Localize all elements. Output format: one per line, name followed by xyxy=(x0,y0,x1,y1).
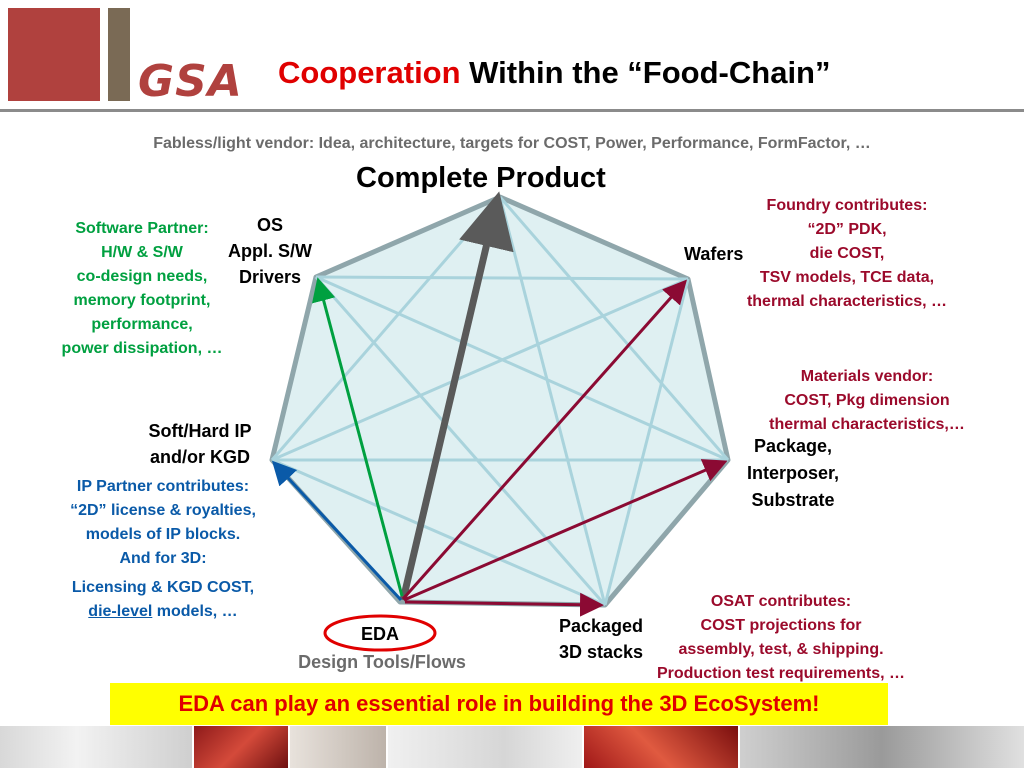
note-line: Production test requirements, … xyxy=(656,665,906,682)
page-title: Cooperation Within the “Food-Chain” xyxy=(278,55,831,91)
note-line: COST, Pkg dimension xyxy=(784,392,950,409)
note-line: OSAT contributes: xyxy=(710,593,852,610)
note-line: TSV models, TCE data, xyxy=(759,269,935,286)
ip-partner-note: IP Partner contributes: “2D” license & r… xyxy=(38,475,288,624)
note-line: die COST, xyxy=(809,245,885,262)
foundry-note: Foundry contributes: “2D” PDK, die COST,… xyxy=(716,194,978,314)
materials-vendor-note: Materials vendor: COST, Pkg dimension th… xyxy=(740,365,994,437)
arrow-eda-to-packaged xyxy=(404,592,604,617)
logo-brown-bar xyxy=(108,8,130,101)
note-line: performance, xyxy=(91,316,193,333)
design-tools-label: Design Tools/Flows xyxy=(298,652,466,672)
arrow-eda-to-os xyxy=(312,277,404,597)
note-line: thermal characteristics, … xyxy=(746,293,948,310)
note-line: die-level models, … xyxy=(38,600,288,624)
note-line: Licensing & KGD COST, xyxy=(71,579,255,596)
title-rest: Within the “Food-Chain” xyxy=(460,55,831,90)
key-message-banner: EDA can play an essential role in buildi… xyxy=(110,683,888,725)
arrow-eda-to-soft-hard-ip xyxy=(271,460,403,602)
footer-image-tile xyxy=(290,726,386,768)
os-label: OS Appl. S/W Drivers xyxy=(210,212,330,290)
arrow-eda-to-wafers xyxy=(401,279,687,600)
footer-image-tile xyxy=(194,726,288,768)
logo: GSA xyxy=(138,56,243,107)
package-label-line: Substrate xyxy=(751,490,835,510)
heptagon xyxy=(269,194,731,608)
note-line: models of IP blocks. xyxy=(85,526,241,543)
package-label-line: Interposer, xyxy=(746,463,840,483)
packaged-label-line: 3D stacks xyxy=(558,642,644,662)
logo-red-block xyxy=(8,8,100,101)
note-line: COST projections for xyxy=(700,617,862,634)
note-line: assembly, test, & shipping. xyxy=(678,641,884,658)
os-label-line: OS xyxy=(256,215,283,235)
note-line: co-design needs, xyxy=(76,268,208,285)
packaged-3d-stacks-label: Packaged 3D stacks xyxy=(540,613,662,665)
soft-hard-ip-line: and/or KGD xyxy=(149,447,250,467)
soft-hard-ip-label: Soft/Hard IP and/or KGD xyxy=(130,418,270,470)
software-partner-note: Software Partner: H/W & S/W co-design ne… xyxy=(30,217,254,361)
note-line: “2D” PDK, xyxy=(807,221,887,238)
note-line: power dissipation, … xyxy=(61,340,223,357)
wafers-label: Wafers xyxy=(684,244,744,264)
footer-image-tile xyxy=(388,726,582,768)
os-label-line: Appl. S/W xyxy=(228,241,312,261)
subtitle: Fabless/light vendor: Idea, architecture… xyxy=(153,135,871,152)
footer-image-tile xyxy=(0,726,192,768)
footer-image-tile xyxy=(584,726,738,768)
package-label-line: Package, xyxy=(753,436,833,456)
footer-image-tile xyxy=(740,726,1024,768)
packaged-label-line: Packaged xyxy=(558,616,644,636)
note-line: IP Partner contributes: xyxy=(76,478,250,495)
note-line: Software Partner: xyxy=(75,220,209,237)
note-line: thermal characteristics,… xyxy=(769,416,965,433)
note-line: “2D” license & royalties, xyxy=(70,502,256,519)
die-level-link: die-level xyxy=(88,603,153,620)
note-line: And for 3D: xyxy=(119,550,207,567)
arrow-eda-to-complete-product xyxy=(399,191,514,601)
package-label: Package, Interposer, Substrate xyxy=(728,433,858,514)
os-label-line: Drivers xyxy=(238,267,302,287)
header-divider xyxy=(0,109,1024,112)
osat-note: OSAT contributes: COST projections for a… xyxy=(622,590,940,686)
arrow-eda-to-package xyxy=(403,459,728,602)
title-accent: Cooperation xyxy=(278,55,461,90)
soft-hard-ip-line: Soft/Hard IP xyxy=(148,421,252,441)
note-line: Materials vendor: xyxy=(800,368,934,385)
eda-highlight-ellipse xyxy=(323,614,437,652)
note-line: memory footprint, xyxy=(73,292,211,309)
inner-connections xyxy=(270,196,730,607)
eda-label: EDA xyxy=(360,624,399,644)
note-line-rest: models, … xyxy=(152,603,238,620)
note-line: H/W & S/W xyxy=(101,244,183,261)
complete-product-label: Complete Product xyxy=(356,162,606,194)
note-line: Foundry contributes: xyxy=(766,197,928,214)
